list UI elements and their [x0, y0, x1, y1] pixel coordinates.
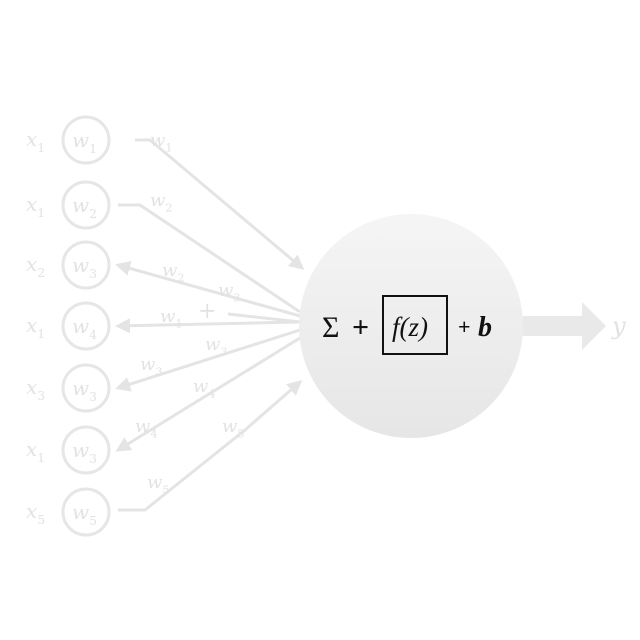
edge-label-5: w1 [160, 306, 183, 330]
edge-label-2: w2 [150, 190, 173, 214]
edge-label-11: w5 [147, 472, 170, 496]
weight-node-label-5: w3 [72, 376, 97, 404]
input-label-5: x3 [26, 375, 45, 403]
output-arrow [520, 302, 606, 350]
wire-4 [115, 318, 301, 334]
edge-label-6: w3 [205, 334, 228, 358]
wire-3 [115, 261, 301, 318]
weight-node-label-1: w1 [72, 128, 97, 156]
edge-label-8: w4 [193, 376, 216, 400]
wire-6 [115, 336, 301, 452]
weight-node-2 [61, 180, 111, 230]
edge-label-1: w1 [150, 130, 173, 154]
arrow-in-7 [118, 380, 303, 512]
edge-label-3: w2 [162, 260, 185, 284]
weight-node-4 [61, 301, 111, 351]
weight-node-5 [61, 363, 111, 413]
weight-node-7 [61, 487, 111, 537]
edge-label-7: w3 [140, 354, 163, 378]
arrow-in-1 [135, 138, 305, 270]
input-label-1: x1 [26, 127, 45, 155]
weight-node-3 [61, 240, 111, 290]
weight-node-label-3: w3 [72, 253, 97, 281]
plus-symbol-2: + [458, 314, 471, 339]
input-label-4: x1 [26, 313, 45, 341]
weight-node-label-6: w3 [72, 438, 97, 466]
plus-sign: + [198, 299, 216, 324]
plus-symbol-1: + [352, 311, 369, 344]
output-label: y [611, 312, 626, 340]
incoming-arrows [118, 138, 305, 512]
bias-symbol: b [478, 312, 492, 343]
activation-function: f(z) [392, 312, 428, 342]
input-label-3: x2 [26, 252, 45, 280]
edge-label-4: w3 [218, 280, 241, 304]
neuron-body [299, 214, 523, 438]
edge-label-9: w4 [135, 416, 158, 440]
weight-node-label-2: w2 [72, 193, 97, 221]
input-label-7: x5 [26, 499, 45, 527]
wire-center [227, 312, 301, 324]
input-labels: x1 x1 x2 x1 x3 x1 x5 [26, 127, 45, 527]
formula: Σ + f(z) + b [322, 295, 492, 355]
input-label-6: x1 [26, 437, 45, 465]
outgoing-arrows [115, 203, 301, 452]
weight-node-6 [61, 425, 111, 475]
weight-nodes: w1 w2 w3 w4 w3 w3 w5 [61, 115, 111, 537]
output-arrow-shape [520, 302, 606, 350]
edge-label-10: w5 [222, 416, 245, 440]
weight-node-1 [61, 115, 111, 165]
input-label-2: x1 [26, 192, 45, 220]
weight-node-label-4: w4 [72, 314, 97, 342]
sigma-symbol: Σ [322, 311, 339, 344]
wire-5 [115, 328, 301, 392]
wire-2 [118, 203, 301, 314]
weight-node-label-7: w5 [72, 500, 97, 528]
activation-box [382, 295, 448, 355]
